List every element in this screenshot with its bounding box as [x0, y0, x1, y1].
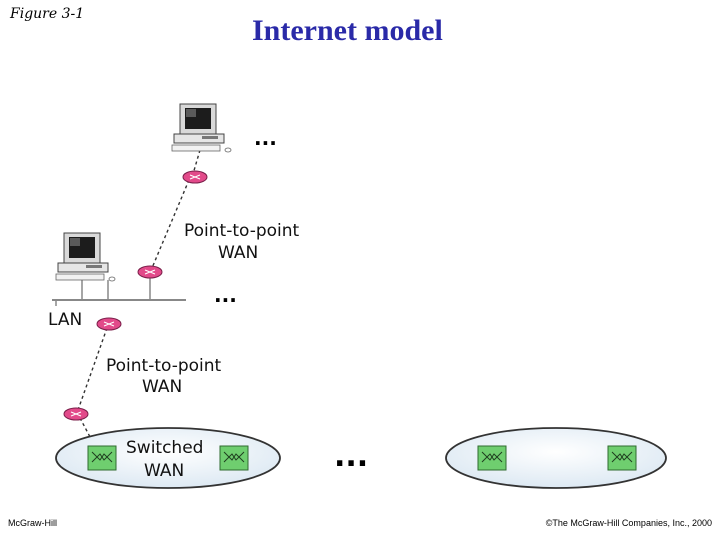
- switch-icon: [607, 445, 637, 471]
- link-top-router-to-lan-router: [151, 179, 190, 269]
- footer-copyright: ©The McGraw-Hill Companies, Inc., 2000: [545, 518, 712, 528]
- link-lan-router-to-ptp-router: [77, 327, 108, 411]
- switch-icon: [87, 445, 117, 471]
- router-icon: [137, 265, 163, 279]
- ptp-wan-mid-label-line2: WAN: [142, 377, 182, 397]
- ptp-wan-mid-label-line1: Point-to-point: [106, 356, 222, 376]
- link-top-computer-to-router: [192, 149, 201, 175]
- footer-publisher: McGraw-Hill: [8, 518, 57, 528]
- switched-wan-cloud: [55, 427, 281, 489]
- ellipsis-lan: ...: [214, 283, 237, 307]
- computer-icon: [171, 103, 232, 153]
- ptp-wan-top-label-line2: WAN: [218, 243, 258, 263]
- switched-wan-label-line1: Switched: [126, 438, 203, 458]
- figure-label: Figure 3-1: [10, 6, 85, 22]
- switched-wan-label-line2: WAN: [144, 461, 184, 481]
- computer-icon: [55, 232, 116, 282]
- ellipsis-wan: ...: [334, 439, 368, 474]
- switch-icon: [219, 445, 249, 471]
- lan-label: LAN: [48, 310, 82, 330]
- wan-cloud-right: [445, 427, 667, 489]
- router-icon: [63, 407, 89, 421]
- page-title: Internet model: [252, 14, 443, 47]
- switch-icon: [477, 445, 507, 471]
- router-icon: [96, 317, 122, 331]
- router-icon: [182, 170, 208, 184]
- ptp-wan-top-label-line1: Point-to-point: [184, 221, 300, 241]
- ellipsis-top: ...: [254, 126, 277, 150]
